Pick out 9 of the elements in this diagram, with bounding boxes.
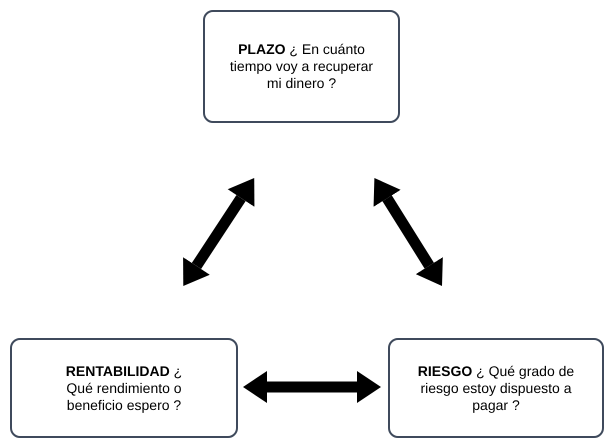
double-arrow: [243, 371, 381, 403]
rounded-box: [388, 338, 604, 438]
double-arrow: [374, 178, 443, 286]
box-text: PLAZO ¿ En cuánto tiempo voy a recuperar mi dinero ?: [228, 41, 374, 92]
rounded-box: [10, 338, 238, 438]
box-text: RIESGO ¿ Qué grado de riesgo estoy dispuesto a pagar ?: [416, 362, 576, 414]
box-text: RENTABILIDAD ¿ Qué rendimiento o beneficio espero ?: [64, 362, 184, 414]
rounded-box: [203, 10, 400, 123]
double-arrow: [183, 178, 254, 286]
